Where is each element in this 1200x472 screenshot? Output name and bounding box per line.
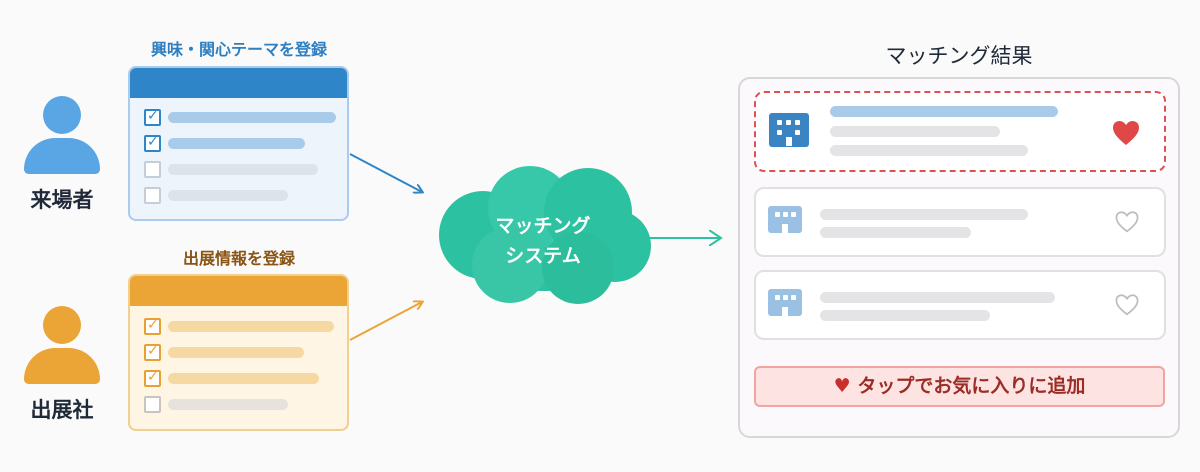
form-row [144, 161, 340, 178]
form-row: ✓ [144, 317, 340, 335]
result-card[interactable] [754, 187, 1166, 257]
visitor-form-title: 興味・関心テーマを登録 [150, 40, 327, 59]
exhibitor-form-title: 出展情報を登録 [182, 249, 295, 268]
matching-system-label-line2: システム [505, 245, 581, 267]
form-row: ✓ [144, 369, 340, 387]
exhibitor-arrow [349, 302, 422, 341]
add-to-favorites-button[interactable]: ♥ タップでお気に入りに追加 [754, 366, 1165, 407]
form-header-bar [130, 68, 347, 98]
results-title: マッチング結果 [885, 44, 1033, 68]
visitor-label: 来場者 [30, 188, 94, 212]
building-icon [768, 289, 802, 316]
checkbox-checked-icon[interactable]: ✓ [144, 369, 161, 387]
checkbox-empty-icon[interactable] [144, 161, 161, 178]
heart-filled-icon[interactable] [1112, 120, 1140, 146]
exhibitor-label: 出展社 [30, 398, 94, 422]
form-header-bar [130, 276, 347, 306]
result-card[interactable] [754, 91, 1166, 172]
heart-icon: ♥ [833, 375, 851, 397]
heart-outline-icon[interactable] [1115, 294, 1139, 316]
checkbox-empty-icon[interactable] [144, 396, 161, 413]
heart-outline-icon[interactable] [1115, 211, 1139, 233]
visitor-interest-form: ✓ ✓ [128, 66, 349, 221]
checkbox-checked-icon[interactable]: ✓ [144, 134, 161, 152]
checkbox-checked-icon[interactable]: ✓ [144, 343, 161, 361]
form-row [144, 187, 340, 204]
checkbox-empty-icon[interactable] [144, 187, 161, 204]
exhibitor-info-form: ✓ ✓ ✓ [128, 274, 349, 431]
form-row: ✓ [144, 134, 340, 152]
exhibitor-person-icon [22, 306, 102, 386]
building-icon [769, 113, 809, 147]
form-row: ✓ [144, 108, 340, 126]
visitor-arrow [349, 153, 422, 192]
visitor-person-icon [22, 96, 102, 176]
form-row [144, 396, 340, 413]
checkbox-checked-icon[interactable]: ✓ [144, 317, 161, 335]
form-row: ✓ [144, 343, 340, 361]
matching-system-cloud [439, 166, 651, 304]
result-card[interactable] [754, 270, 1166, 340]
matching-system-label-line1: マッチング [495, 215, 591, 237]
building-icon [768, 206, 802, 233]
add-to-favorites-label: タップでお気に入りに追加 [857, 375, 1086, 397]
checkbox-checked-icon[interactable]: ✓ [144, 108, 161, 126]
